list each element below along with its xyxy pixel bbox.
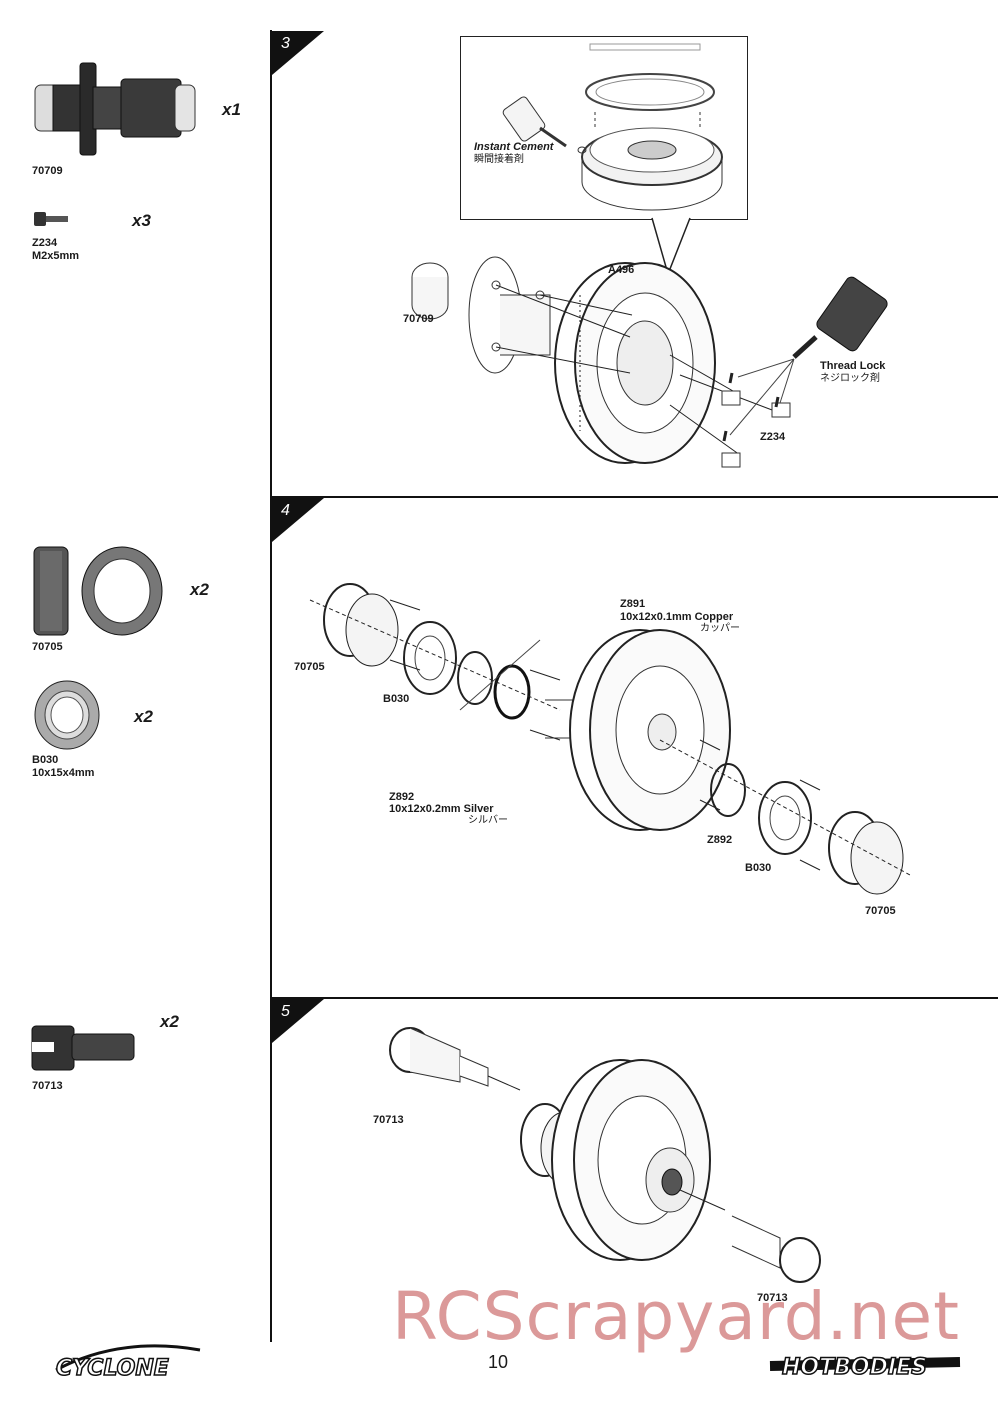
step5-assembly-drawing <box>389 1027 821 1283</box>
step4-assembly-drawing <box>309 583 911 895</box>
label-step4-70705-right: 70705 <box>865 905 896 917</box>
hotbodies-logo-text: HOTBODIES <box>782 1355 927 1380</box>
label-thread-lock-jp: ネジロック剤 <box>820 373 880 384</box>
watermark-text: RCScrapyard.net <box>392 1278 960 1355</box>
label-step5-70713-left: 70713 <box>373 1114 404 1126</box>
label-70713: 70713 <box>32 1080 63 1092</box>
cyclone-logo: CYCLONE <box>55 1344 201 1382</box>
label-a496: A496 <box>608 264 635 276</box>
part-b030-bearing-illustration <box>34 680 100 750</box>
qty-70709: x1 <box>222 100 241 119</box>
step-number-3: 3 <box>281 35 290 52</box>
step-badge-4: 4 <box>272 498 324 542</box>
qty-z234: x3 <box>132 211 151 230</box>
label-70705: 70705 <box>32 641 63 653</box>
label-z891-desc: 10x12x0.1mm Copper <box>620 611 734 623</box>
part-z234-screw-illustration <box>34 212 68 226</box>
part-70709-illustration <box>34 62 196 156</box>
step-divider-4 <box>270 496 998 498</box>
size-z234: M2x5mm <box>32 250 80 262</box>
label-step4-z892-right: Z892 <box>707 834 733 846</box>
inset-gear-drawing <box>502 43 723 211</box>
cyclone-logo-text: CYCLONE <box>56 1356 169 1381</box>
label-step4-b030-left: B030 <box>383 693 410 705</box>
step3-assembly-drawing <box>411 256 888 468</box>
label-thread-lock: Thread Lock <box>820 360 886 372</box>
label-b030: B030 <box>32 754 59 766</box>
label-step4-70705-left: 70705 <box>294 661 325 673</box>
label-z891: Z891 <box>620 598 646 610</box>
label-step3-z234: Z234 <box>760 431 786 443</box>
step-number-5: 5 <box>281 1003 290 1020</box>
size-b030: 10x15x4mm <box>32 767 95 779</box>
label-z234: Z234 <box>32 237 58 249</box>
label-step4-b030-right: B030 <box>745 862 772 874</box>
part-70705-illustration <box>33 546 163 636</box>
page-number: 10 <box>488 1352 509 1372</box>
label-z892: Z892 <box>389 791 415 803</box>
label-step3-70709: 70709 <box>403 313 434 325</box>
step-badge-3: 3 <box>272 31 324 75</box>
qty-b030: x2 <box>134 707 153 726</box>
label-instant-cement: Instant Cement <box>474 141 554 153</box>
column-divider <box>270 30 272 1342</box>
label-z891-jp: カッパー <box>700 623 740 634</box>
qty-70705: x2 <box>190 580 209 599</box>
label-70709: 70709 <box>32 165 63 177</box>
label-z892-jp: シルバー <box>468 815 508 826</box>
label-step5-70713-right: 70713 <box>757 1292 788 1304</box>
label-z892-desc: 10x12x0.2mm Silver <box>389 803 494 815</box>
qty-70713: x2 <box>160 1012 179 1031</box>
part-70713-illustration <box>31 1025 135 1071</box>
step-number-4: 4 <box>281 502 290 519</box>
label-instant-cement-jp: 瞬間接着剤 <box>474 154 524 165</box>
step-badge-5: 5 <box>272 999 324 1043</box>
step-divider-5 <box>270 997 998 999</box>
hotbodies-logo: HOTBODIES <box>769 1354 961 1381</box>
instant-cement-inset <box>460 36 748 220</box>
